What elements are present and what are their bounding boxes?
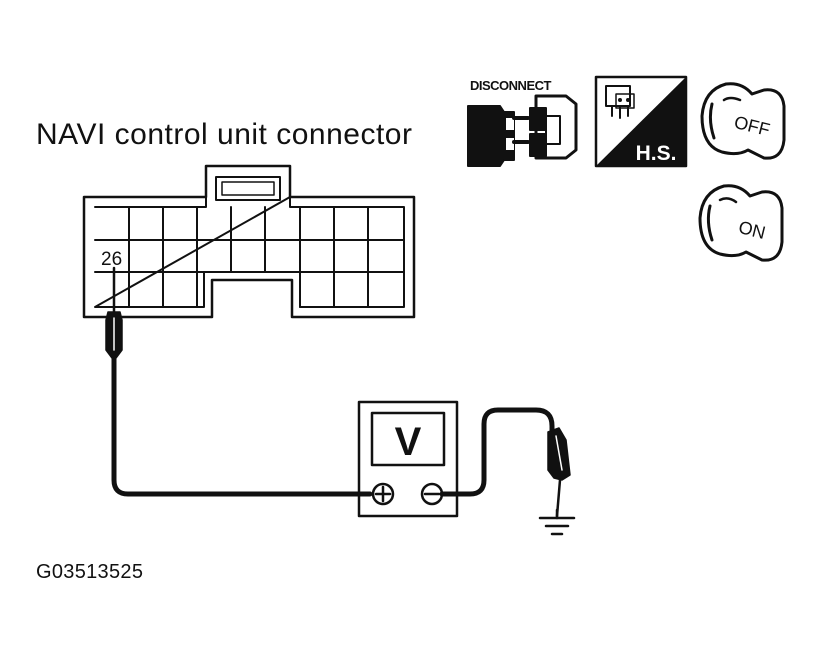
key-off-icon: [700, 82, 786, 160]
terminal-26-label: 26: [101, 249, 122, 270]
negative-lead-wire: [439, 407, 555, 497]
connector-outline: [82, 164, 416, 319]
diagram-title: NAVI control unit connector: [36, 118, 413, 151]
positive-probe: [105, 266, 123, 359]
voltmeter: [357, 400, 459, 518]
figure-id: G03513525: [36, 561, 144, 583]
negative-probe: [547, 427, 571, 518]
positive-lead-wire: [111, 355, 373, 497]
disconnect-icon: [467, 94, 578, 167]
disconnect-label: DISCONNECT: [470, 78, 552, 93]
voltmeter-label: V: [395, 420, 422, 464]
harness-side-label: H.S.: [636, 142, 677, 165]
key-on-icon: [698, 184, 784, 262]
key-on-label: ON: [736, 217, 767, 243]
key-off-label: OFF: [732, 112, 772, 140]
connector-terminal-grid: [94, 206, 405, 308]
harness-side-icon: [594, 75, 688, 168]
ground-symbol: [538, 508, 576, 536]
